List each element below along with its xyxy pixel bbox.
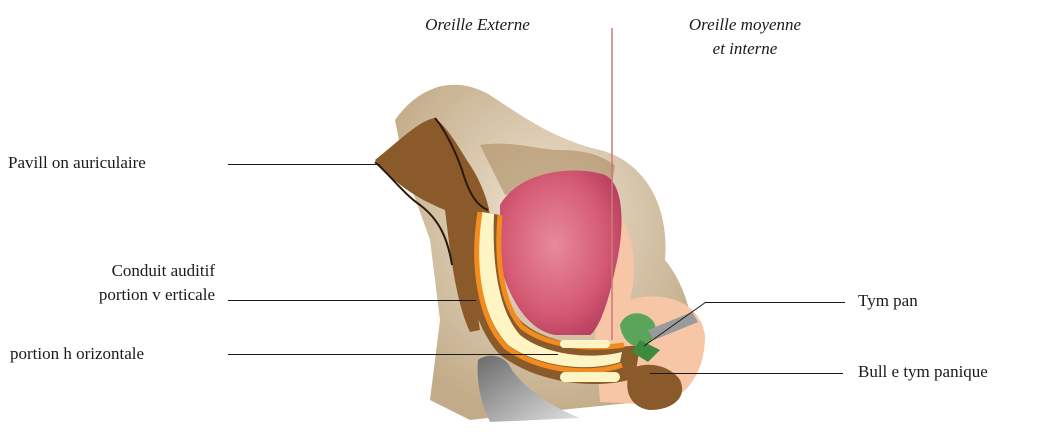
label-canal-line2: portion v erticale xyxy=(20,284,215,306)
leader-canal-vertical xyxy=(228,300,476,301)
header-middle-ear-line2: et interne xyxy=(660,38,830,60)
canal-highlight xyxy=(560,372,620,382)
canal-highlight-top xyxy=(560,340,610,348)
leader-tympan-horizontal xyxy=(705,302,845,303)
label-horizontal-portion: portion h orizontale xyxy=(10,343,144,365)
label-pinna: Pavill on auriculaire xyxy=(8,152,146,174)
leader-bulla xyxy=(650,373,843,374)
label-tympan: Tym pan xyxy=(858,290,918,312)
label-tympanic-bulla: Bull e tym panique xyxy=(858,361,988,383)
leader-pinna xyxy=(228,164,380,165)
label-canal-line1: Conduit auditif xyxy=(20,260,215,282)
header-middle-ear-line1: Oreille moyenne xyxy=(660,14,830,36)
leader-tympan-diagonal xyxy=(640,300,710,348)
header-external-ear: Oreille Externe xyxy=(395,14,560,36)
leader-horizontal xyxy=(228,354,558,355)
